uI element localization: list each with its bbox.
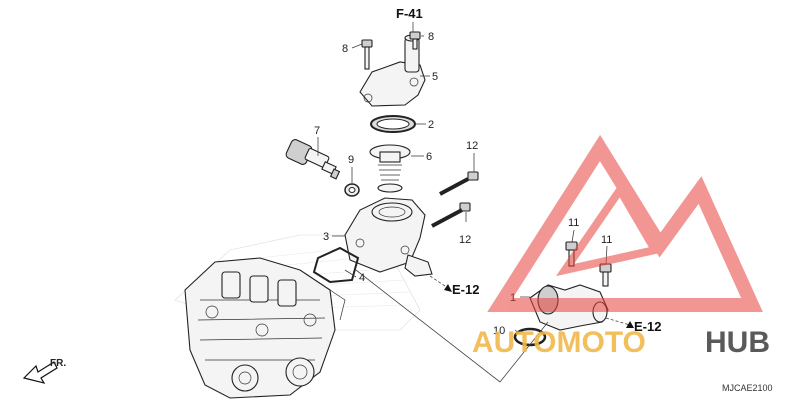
callout-4: 4: [359, 272, 365, 284]
ref-top: F-41: [396, 6, 423, 21]
callout-7: 7: [314, 125, 320, 137]
callout-5: 5: [432, 71, 438, 83]
long-bolt-lower: [431, 202, 471, 228]
flange-bolt-left: [361, 39, 373, 70]
front-direction-indicator: FR.: [22, 358, 66, 384]
callout-12-upper: 12: [466, 140, 478, 152]
arrow-ref-upper-icon: [444, 284, 452, 292]
temperature-sensor: [285, 139, 341, 180]
leader-lines: [317, 22, 631, 383]
watermark-text-automoto: AUTOMOTO: [472, 326, 646, 359]
callout-12-lower: 12: [459, 234, 471, 246]
callout-2: 2: [428, 119, 434, 131]
watermark-logo: [487, 134, 763, 312]
front-label: FR.: [50, 358, 66, 369]
callout-8-left: 8: [342, 43, 348, 55]
thermostat: [369, 144, 411, 193]
flange-bolt-right: [409, 31, 421, 50]
callout-9: 9: [348, 154, 354, 166]
ref-right-upper: E-12: [452, 282, 479, 297]
callout-8-right: 8: [428, 31, 434, 43]
arrow-ref-lower-icon: [626, 321, 634, 328]
diagram-code: MJCAE2100: [722, 383, 773, 393]
callout-6: 6: [426, 151, 432, 163]
sealing-washer: [344, 183, 360, 197]
long-bolt-upper: [439, 171, 479, 196]
watermark-text-hub: HUB: [705, 326, 770, 359]
watermark-text: AUTOMOTO HUB: [472, 326, 770, 359]
callout-11-right: 11: [601, 234, 612, 246]
callout-11-left: 11: [568, 217, 579, 229]
ref-right-lower: E-12: [634, 319, 661, 334]
engine-block: [184, 257, 346, 399]
thermostat-housing: [344, 197, 433, 277]
callout-10: 10: [493, 325, 505, 337]
joint-bolt-right: [599, 263, 612, 287]
housing-gasket: [312, 246, 360, 284]
front-arrow-icon: [22, 361, 58, 384]
o-ring-large: [370, 115, 416, 133]
callout-3: 3: [323, 231, 329, 243]
